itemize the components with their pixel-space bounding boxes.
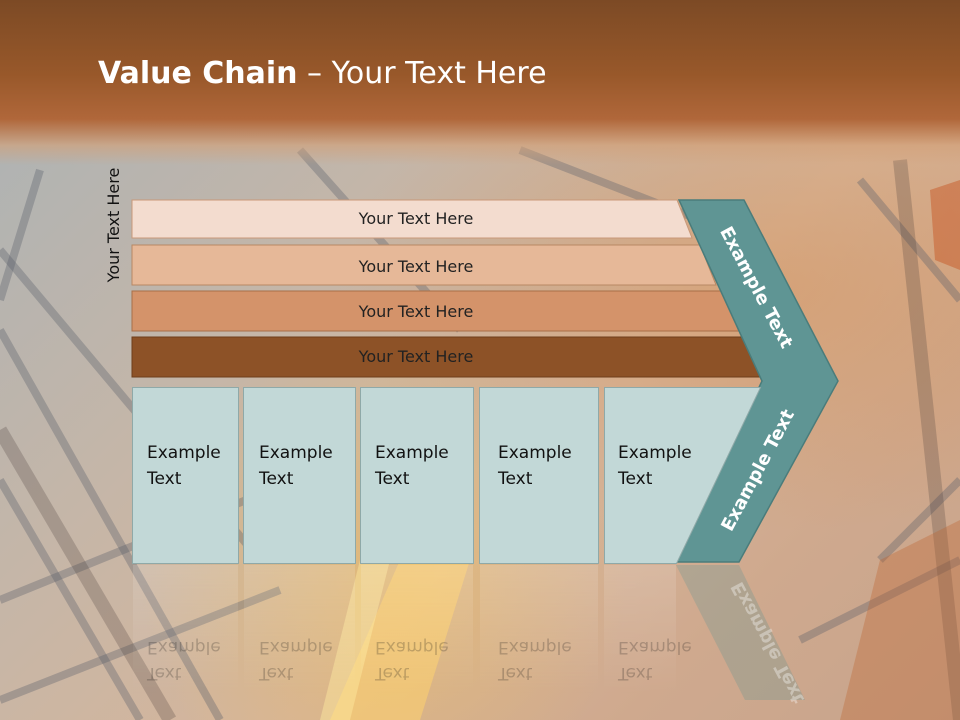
bar-2 [131, 244, 717, 286]
bar-label-4: Your Text Here [358, 347, 474, 366]
cell-2-line2: Text [259, 469, 294, 489]
cell-1-line2: Text [147, 469, 182, 489]
cell-4-line2: Text [498, 469, 533, 489]
cell-5-reflection-line1: Text [618, 663, 653, 683]
cell-reflection-1 [133, 565, 238, 695]
cell-5-line2: Text [618, 469, 653, 489]
cell-5-line1: Example [618, 443, 692, 463]
cell-2 [243, 387, 356, 564]
cell-1-reflection-text: Text Example [147, 634, 221, 686]
cell-4-reflection-text: Text Example [498, 634, 572, 686]
cell-3 [360, 387, 474, 564]
cell-3-reflection-line2: Example [375, 637, 449, 657]
cell-4-reflection-line2: Example [498, 637, 572, 657]
bar-1 [131, 199, 693, 239]
slide-title: Value Chain – Your Text Here [98, 56, 547, 91]
cell-2-reflection-line2: Example [259, 637, 333, 657]
cell-1-reflection-line1: Text [147, 663, 182, 683]
cell-4-text: Example Text [498, 440, 572, 492]
cell-1 [132, 387, 239, 564]
title-bold: Value Chain [98, 56, 298, 91]
cell-reflection-4 [480, 565, 598, 695]
cell-4-reflection-line1: Text [498, 663, 533, 683]
cell-4 [479, 387, 599, 564]
cell-5-reflection-text: Text Example [618, 634, 692, 686]
cell-5-reflection-line2: Example [618, 637, 692, 657]
cell-2-reflection-text: Text Example [259, 634, 333, 686]
cell-3-reflection-line1: Text [375, 663, 410, 683]
cell-1-text: Example Text [147, 440, 221, 492]
cell-4-line1: Example [498, 443, 572, 463]
header-band [0, 0, 960, 165]
bar-label-2: Your Text Here [358, 257, 474, 276]
cell-1-line1: Example [147, 443, 221, 463]
cell-reflection-5 [604, 565, 676, 695]
cell-2-line1: Example [259, 443, 333, 463]
bar-label-1: Your Text Here [358, 209, 474, 228]
cell-reflection-3 [361, 565, 473, 695]
cell-3-reflection-text: Text Example [375, 634, 449, 686]
chevron-reflection [676, 565, 805, 700]
bar-label-3: Your Text Here [358, 302, 474, 321]
cell-2-reflection-line1: Text [259, 663, 294, 683]
cell-3-line2: Text [375, 469, 410, 489]
cell-5 [604, 387, 762, 564]
cell-3-text: Example Text [375, 440, 449, 492]
cell-3-line1: Example [375, 443, 449, 463]
cell-1-reflection-line2: Example [147, 637, 221, 657]
cell-2-text: Example Text [259, 440, 333, 492]
cell-reflection-2 [244, 565, 355, 695]
cell-5-text: Example Text [618, 440, 692, 492]
chevron-shape [674, 199, 839, 563]
title-rest: – Your Text Here [297, 56, 547, 91]
